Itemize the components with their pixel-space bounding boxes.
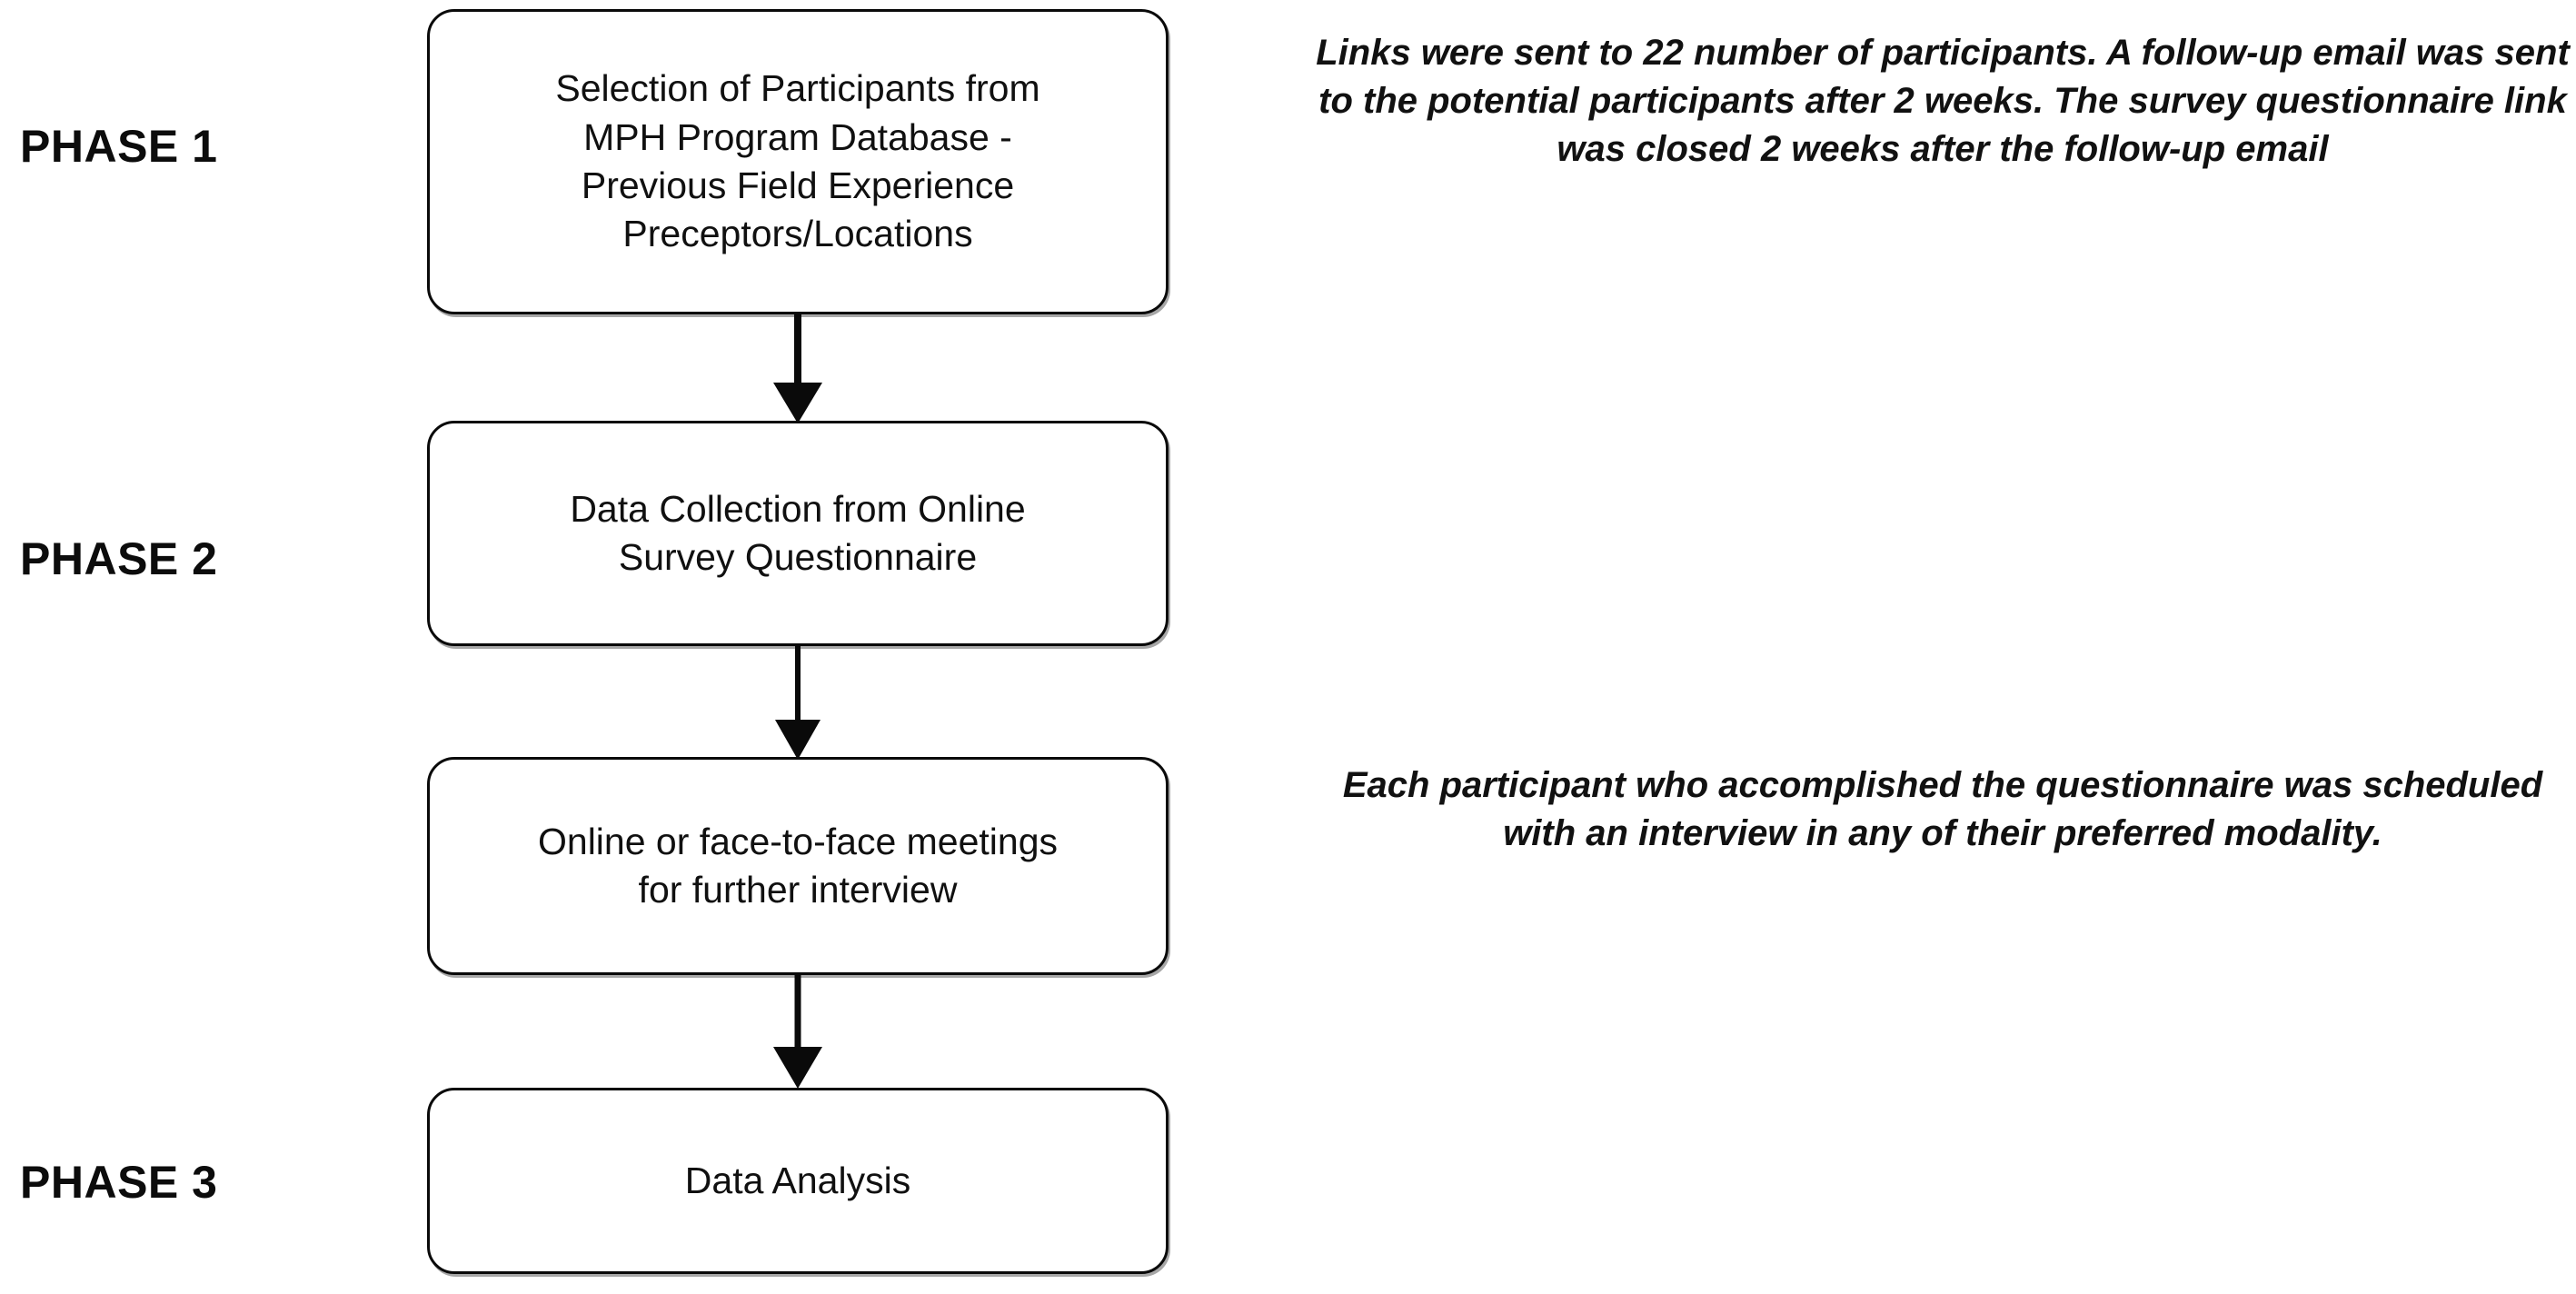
connector-arrow-1-2: [773, 314, 822, 423]
process-node-meetings-interview: Online or face-to-face meetings for furt…: [427, 757, 1169, 975]
connector-arrow-2-3: [775, 646, 821, 760]
phase-label-2: PHASE 2: [20, 533, 218, 584]
phase-label-1: PHASE 1: [20, 121, 218, 172]
phase-label-3: PHASE 3: [20, 1157, 218, 1208]
process-node-data-analysis: Data Analysis: [427, 1088, 1169, 1274]
process-node-selection-of-participants: Selection of Participants from MPH Progr…: [427, 9, 1169, 314]
process-node-label: Data Collection from Online Survey Quest…: [570, 487, 1026, 578]
process-node-label: Selection of Participants from MPH Progr…: [555, 67, 1040, 255]
process-node-label: Data Analysis: [684, 1159, 911, 1201]
process-node-data-collection: Data Collection from Online Survey Quest…: [427, 421, 1169, 646]
annotation-phase-2-interview: Each participant who accomplished the qu…: [1342, 765, 2543, 853]
annotation-phase-1: Links were sent to 22 number of particip…: [1316, 33, 2570, 169]
process-node-label: Online or face-to-face meetings for furt…: [538, 820, 1058, 911]
connector-arrow-3-4: [773, 975, 822, 1089]
